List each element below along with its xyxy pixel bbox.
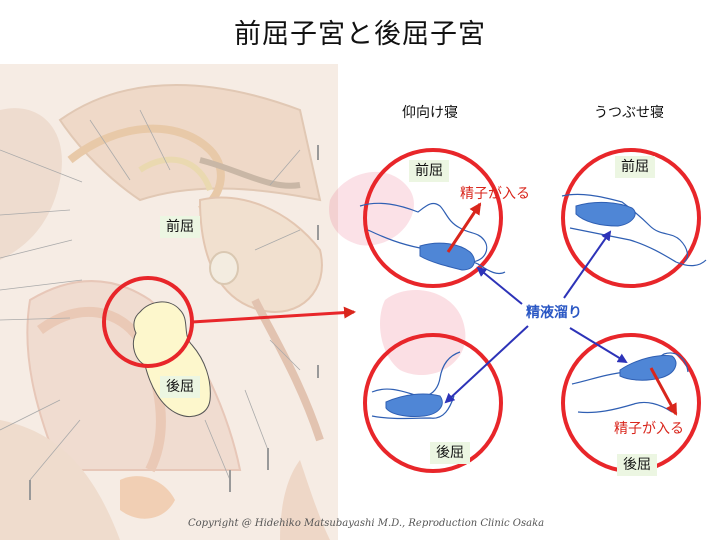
- circle-label-prone-retro: 後屈: [617, 454, 657, 476]
- label-retroflexion: 後屈: [160, 376, 200, 398]
- header-supine: 仰向け寝: [402, 105, 458, 121]
- zoom-circles: [363, 148, 701, 473]
- page-title: 前屈子宮と後屈子宮: [234, 19, 486, 50]
- circle-label-supine-retro: 後屈: [430, 442, 470, 464]
- label-anteflexion: 前屈: [160, 216, 200, 238]
- pool-prone-retro: [619, 355, 677, 381]
- pool-supine-ante: [419, 242, 475, 271]
- pool-pointer-arrows: [444, 230, 628, 404]
- watermark-logo: [329, 171, 466, 376]
- sperm-note-supine: 精子が入る: [460, 186, 530, 202]
- header-prone: うつぶせ寝: [594, 105, 664, 121]
- pool-prone-ante: [575, 201, 636, 227]
- sperm-arrow-supine: [446, 202, 482, 253]
- zoom-arrow: [191, 306, 356, 324]
- sperm-note-prone: 精子が入る: [614, 421, 684, 437]
- circle-label-prone-ante: 前屈: [615, 156, 655, 178]
- circle-label-supine-ante: 前屈: [409, 160, 449, 182]
- circle-prone-ante: [561, 148, 701, 288]
- sperm-arrow-prone: [649, 367, 678, 416]
- anatomy-illustration: [0, 64, 338, 540]
- circle-supine-retro: [363, 333, 503, 473]
- copyright-text: Copyright @ Hidehiko Matsubayashi M.D., …: [188, 518, 545, 529]
- pool-supine-retro: [385, 393, 443, 417]
- semen-pool-label: 精液溜り: [526, 305, 582, 321]
- circle-supine-ante: [363, 148, 503, 288]
- semen-pools: [385, 201, 677, 417]
